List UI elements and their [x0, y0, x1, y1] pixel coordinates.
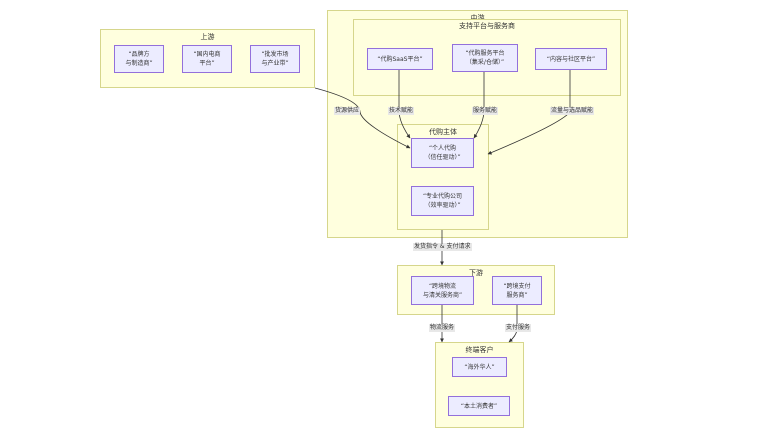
- edge-supply: [314, 87, 411, 149]
- node-overseas-chinese[interactable]: “海外华人”: [452, 357, 507, 377]
- node-ecommerce[interactable]: “国内电商 平台”: [182, 45, 232, 73]
- edge-label-logistics-service: 物流服务: [429, 324, 456, 332]
- edge-label-service: 服务赋能: [472, 107, 499, 115]
- customer-title: 终端客户: [465, 346, 494, 354]
- node-payment[interactable]: “跨境支付 服务商”: [492, 276, 542, 305]
- edge-service: [473, 72, 485, 139]
- daigou-title: 代购主体: [429, 128, 457, 136]
- edge-label-payment-service: 支付服务: [505, 324, 532, 332]
- node-saas[interactable]: “代购SaaS平台”: [367, 48, 433, 70]
- node-logistics[interactable]: “跨境物流 与清关服务商”: [411, 276, 474, 305]
- edge-label-tech: 技术赋能: [388, 107, 415, 115]
- edge-label-supply: 货源供应: [334, 107, 361, 115]
- midstream-title: 中游: [470, 14, 485, 22]
- node-local-consumer[interactable]: “本土消费者”: [448, 396, 510, 416]
- edge-tech: [398, 70, 411, 139]
- support-title: 支持平台与服务商: [459, 22, 515, 30]
- edge-label-traffic: 流量与选品赋能: [550, 107, 595, 115]
- node-brand[interactable]: “品牌方 与制造商”: [114, 45, 164, 73]
- node-content[interactable]: “内容与社区平台”: [535, 48, 607, 70]
- node-wholesale[interactable]: “批发市场 与产业带”: [250, 45, 300, 73]
- edge-label-shipping-payment: 发货指令 & 支付请求: [413, 243, 472, 251]
- node-personal[interactable]: “个人代购 （信任驱动）”: [411, 138, 474, 168]
- node-company[interactable]: “专业代购公司 （效率驱动）”: [411, 186, 474, 216]
- upstream-title: 上游: [200, 33, 215, 41]
- node-service-platform[interactable]: “代购服务平台 （集采/仓储）”: [452, 44, 518, 72]
- downstream-title: 下游: [469, 269, 483, 277]
